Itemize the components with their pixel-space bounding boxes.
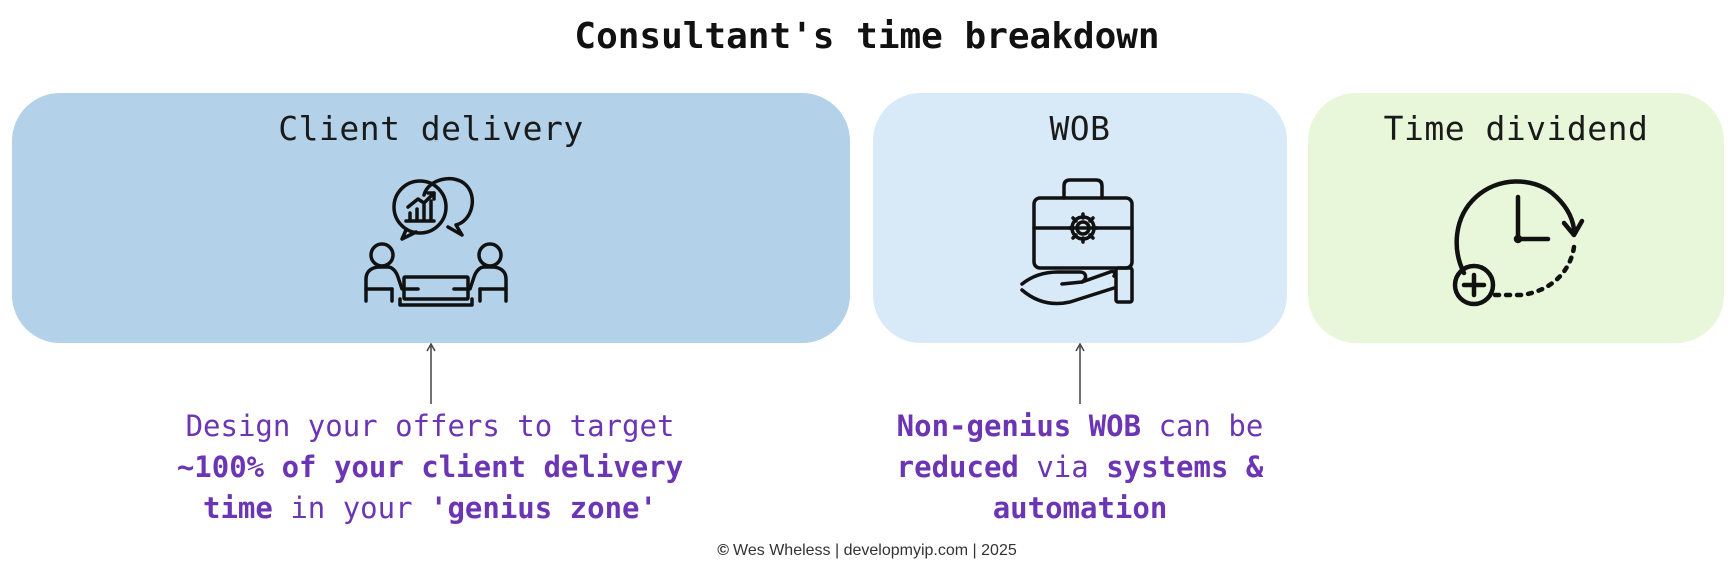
page-title: Consultant's time breakdown — [574, 16, 1160, 57]
briefcase-gear-hand-icon — [1020, 178, 1134, 306]
note-right-reduced: reduced — [896, 450, 1019, 484]
client-delivery-label: Client delivery — [278, 109, 584, 148]
time-dividend-label: Time dividend — [1383, 109, 1649, 148]
wob-note: Non-genius WOB can be reduced via system… — [840, 406, 1320, 529]
note-left-line-3: time in your 'genius zone' — [140, 488, 720, 529]
client-delivery-box: Client delivery — [12, 93, 850, 343]
time-dividend-box: Time dividend — [1308, 93, 1724, 343]
note-left-time: time — [203, 491, 273, 525]
note-right-automation: automation — [992, 491, 1168, 525]
copyright-icon: © — [717, 542, 730, 559]
meeting-chart-icon — [364, 176, 508, 307]
note-right-can-be: can be — [1141, 409, 1264, 443]
client-delivery-note: Design your offers to target ~100% of yo… — [140, 406, 720, 529]
arrow-to-client-delivery — [426, 342, 436, 404]
wob-box: WOB — [873, 93, 1287, 343]
clock-plus-icon — [1452, 179, 1585, 307]
note-right-line-2: reduced via systems & — [840, 447, 1320, 488]
note-right-systems: systems & — [1106, 450, 1264, 484]
footer-text: Wes Wheless | developmyip.com | 2025 — [733, 542, 1017, 559]
note-right-non-genius-wob: Non-genius WOB — [896, 409, 1142, 443]
note-right-line-1: Non-genius WOB can be — [840, 406, 1320, 447]
footer-credit: ©Wes Wheless | developmyip.com | 2025 — [0, 542, 1734, 560]
note-left-line-2: ~100% of your client delivery — [176, 450, 684, 484]
note-left-in-your: in your — [272, 491, 430, 525]
arrow-to-wob — [1075, 342, 1085, 404]
wob-label: WOB — [1049, 109, 1111, 148]
note-left-line-1: Design your offers to target — [185, 409, 675, 443]
note-left-genius-zone: 'genius zone' — [430, 491, 657, 525]
note-right-via: via — [1018, 450, 1107, 484]
